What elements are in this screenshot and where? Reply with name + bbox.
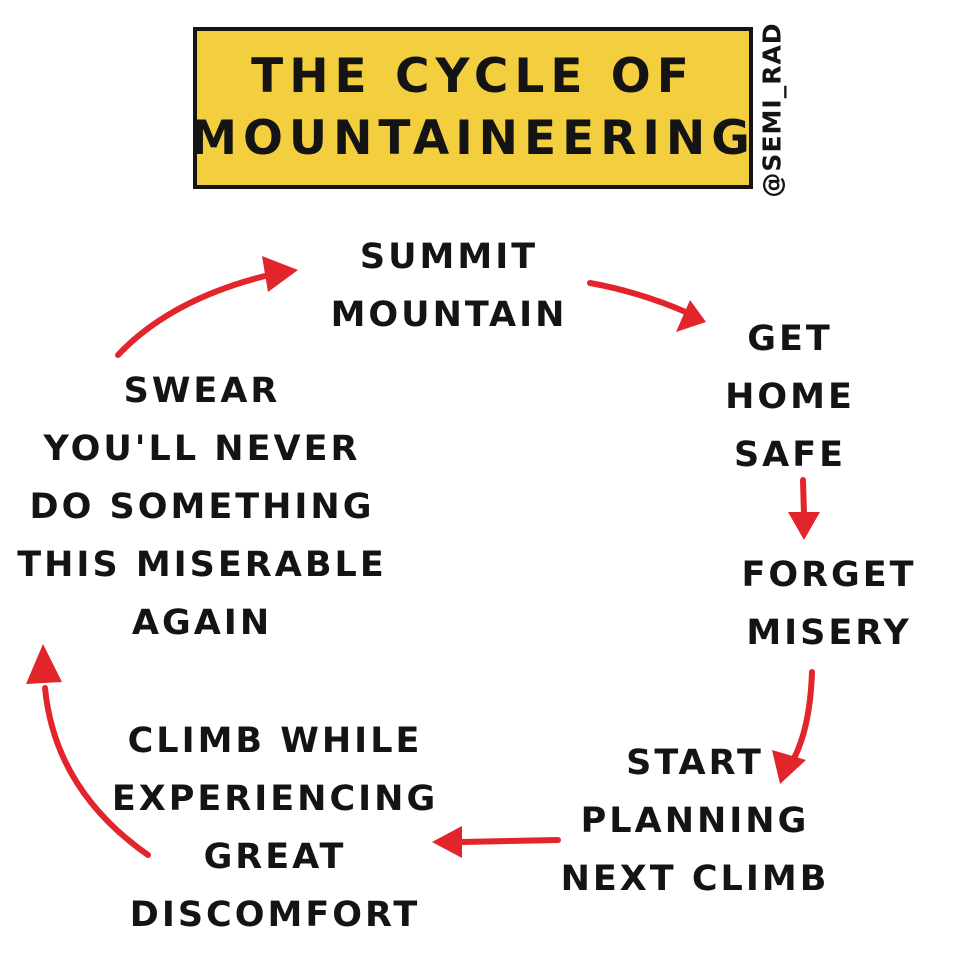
node-label-line: YOU'LL NEVER — [43, 429, 361, 469]
node-summit-mountain: SUMMIT MOUNTAIN — [294, 228, 604, 344]
arrow-climb-to-swear — [42, 685, 151, 858]
node-label-line: GREAT — [203, 837, 347, 877]
title-box: THE CYCLE OF MOUNTAINEERING — [190, 27, 756, 189]
node-label-line: FORGET — [741, 555, 917, 595]
node-climb-discomfort: CLIMB WHILE EXPERIENCING GREAT DISCOMFOR… — [110, 712, 440, 944]
node-label-line: DO SOMETHING — [29, 487, 375, 527]
arrow-home-to-forget — [800, 477, 807, 518]
node-label-line: PLANNING — [580, 801, 810, 841]
node-label-line: AGAIN — [131, 603, 273, 643]
arrow-swear-to-summit — [115, 273, 268, 358]
node-label-line: CLIMB WHILE — [127, 721, 423, 761]
node-label-line: SWEAR — [123, 371, 281, 411]
arrow-head — [262, 256, 298, 292]
node-swear-never-again: SWEAR YOU'LL NEVER DO SOMETHING THIS MIS… — [12, 362, 392, 652]
arrow-head — [432, 826, 462, 858]
node-label-line: SAFE — [733, 435, 847, 475]
arrow-head — [26, 644, 62, 684]
node-label-line: START — [626, 743, 764, 783]
node-label-line: THIS MISERABLE — [17, 545, 387, 585]
node-label-line: SUMMIT — [359, 237, 539, 277]
node-forget-misery: FORGET MISERY — [722, 546, 936, 662]
node-label-line: DISCOMFORT — [129, 895, 421, 935]
node-get-home-safe: GET HOME SAFE — [700, 310, 880, 484]
node-label-line: NEXT CLIMB — [560, 859, 830, 899]
title-line-1: THE CYCLE OF — [251, 49, 695, 104]
arrow-head — [772, 750, 806, 784]
arrow-summit-to-home — [587, 280, 691, 316]
arrow-forget-to-planning — [789, 669, 815, 765]
arrow-planning-to-climb — [459, 837, 561, 845]
node-label-line: EXPERIENCING — [111, 779, 439, 819]
node-label-line: GET — [747, 319, 833, 359]
arrow-head — [788, 512, 820, 540]
arrow-head — [676, 300, 706, 332]
node-start-planning: START PLANNING NEXT CLIMB — [540, 734, 850, 908]
node-label-line: MISERY — [746, 613, 912, 653]
node-label-line: MOUNTAIN — [330, 295, 568, 335]
title-line-2: MOUNTAINEERING — [190, 111, 756, 166]
node-label-line: HOME — [725, 377, 855, 417]
